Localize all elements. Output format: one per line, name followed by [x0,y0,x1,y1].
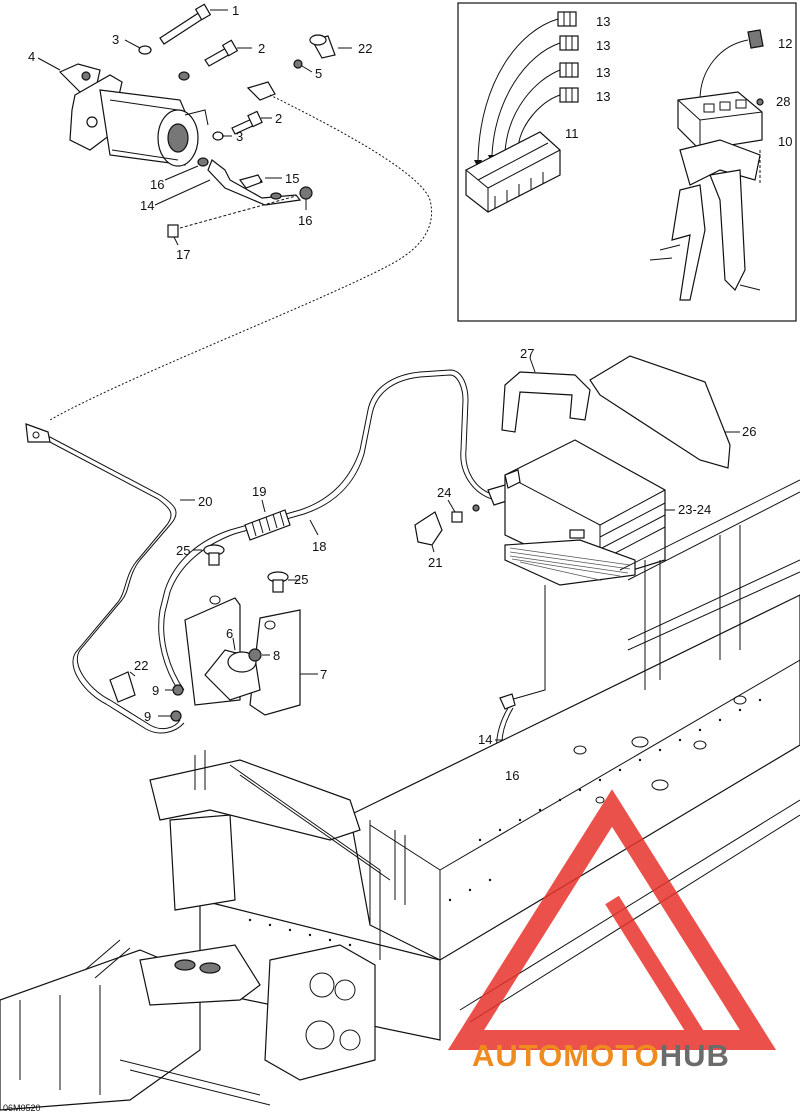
bolt-2 [204,39,239,67]
bracket-stand [649,139,761,301]
nut-9a [172,684,184,696]
callout-14b: 14 [478,732,492,747]
callout-13b: 13 [596,38,610,53]
callout-labels: 1 2 3 4 22 5 2 3 16 15 14 16 17 13 13 13… [28,3,792,783]
star-washer-16 [299,186,313,200]
watermark-text-automoto: AUTOMOTO [472,1038,660,1073]
callout-7: 7 [320,667,327,682]
callout-15: 15 [285,171,299,186]
fuse-block-inset [457,2,797,322]
callout-19: 19 [252,484,266,499]
callout-21: 21 [428,555,442,570]
rivet-25a [203,544,225,566]
callout-16b: 16 [298,213,312,228]
callout-24: 24 [437,485,451,500]
bolt-17 [167,224,179,238]
nut [178,71,190,81]
solenoid-6 [204,648,262,701]
callout-12: 12 [778,36,792,51]
callout-5: 5 [315,66,322,81]
cap-22 [309,34,336,59]
callout-14a: 14 [140,198,154,213]
callout-13c: 13 [596,65,610,80]
callout-2b: 2 [275,111,282,126]
bolt-2b [231,110,263,135]
callout-10: 10 [778,134,792,149]
svg-text:AUTOMOTOHUB: AUTOMOTOHUB [472,1038,730,1073]
bolt-24 [451,504,480,523]
starter-motor-4 [58,63,209,167]
figure-code: 06M0520 [3,1103,41,1113]
callout-25a: 25 [176,543,190,558]
callout-20: 20 [198,494,212,509]
callout-23-24: 23-24 [678,502,711,517]
battery-pad-26 [589,355,731,469]
washer-16 [197,157,209,167]
automotohub-logo [447,789,777,1050]
nut-5 [293,59,303,69]
callout-27: 27 [520,346,534,361]
callout-4: 4 [28,49,35,64]
callout-28: 28 [776,94,790,109]
callout-2a: 2 [258,41,265,56]
callout-13d: 13 [596,89,610,104]
cable-lug [246,81,276,101]
callout-25b: 25 [294,572,308,587]
callout-6: 6 [226,626,233,641]
nut-9b [170,710,182,722]
fuse-box-11 [465,131,561,213]
callout-9b: 9 [144,709,151,724]
cable-20 [25,423,185,734]
cap-22b [109,671,136,703]
callout-1: 1 [232,3,239,18]
callout-3b: 3 [236,129,243,144]
callout-18: 18 [312,539,326,554]
callout-16c: 16 [505,768,519,783]
washer-3 [138,45,152,55]
callout-22a: 22 [358,41,372,56]
callout-22b: 22 [134,658,148,673]
callout-9a: 9 [152,683,159,698]
watermark-text: AUTOMOTOHUB [472,1038,730,1073]
callout-11: 11 [565,126,579,141]
callout-16a: 16 [150,177,164,192]
callout-17: 17 [176,247,190,262]
callout-13a: 13 [596,14,610,29]
spring-19 [244,509,291,541]
ground-cable-14 [207,159,302,206]
watermark-text-hub: HUB [660,1038,730,1073]
battery-tray [504,539,636,586]
vehicle-frame [0,479,800,1111]
rivet-25b [267,571,289,593]
battery-strap-27 [501,371,591,433]
callout-3a: 3 [112,32,119,47]
callout-26: 26 [742,424,756,439]
bolt-1 [159,3,212,45]
relay-12 [747,29,764,49]
callout-8: 8 [273,648,280,663]
fuse-13-group [557,11,579,103]
terminal-boot-21 [414,511,443,546]
